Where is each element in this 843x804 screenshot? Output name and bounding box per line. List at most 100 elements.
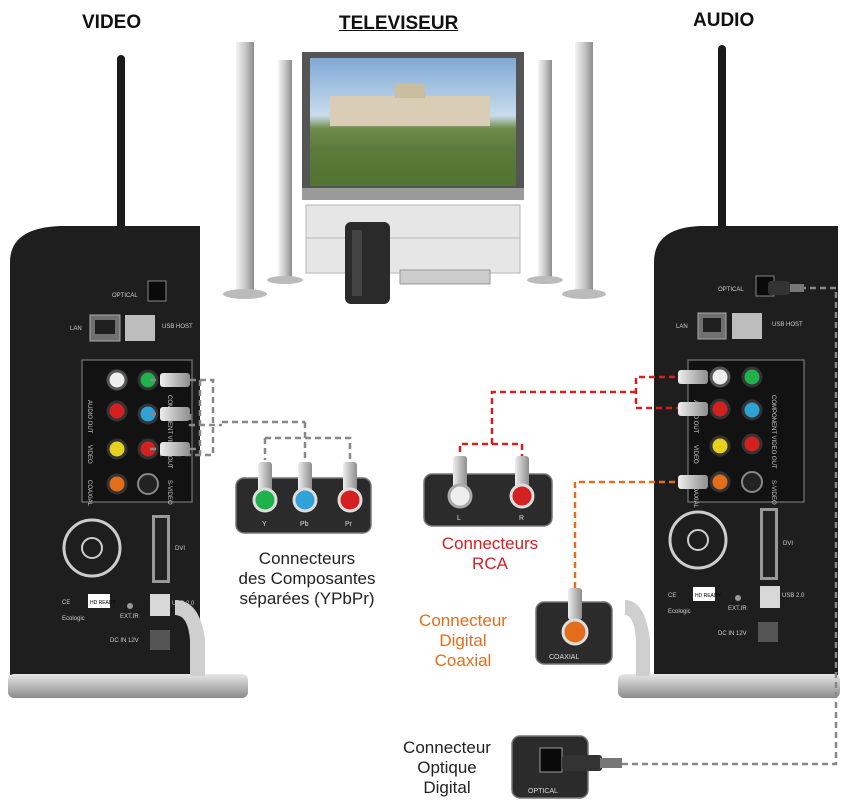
brand-logo: Ecologic xyxy=(62,616,85,622)
device-stand xyxy=(618,674,840,698)
audio-device: OPTICAL LAN USB HOST AUDIO OUT COMPONENT… xyxy=(618,45,840,698)
component-label: COMPONENT VIDEO OUT xyxy=(770,395,776,469)
optical-port xyxy=(147,280,167,302)
plate-label-pr: Pr xyxy=(345,521,353,528)
hd-ready-text: HD READY xyxy=(90,600,117,606)
dc-in-label: DC IN 12V xyxy=(110,638,139,644)
plug-optical xyxy=(562,755,602,771)
hd-ready-logo xyxy=(693,587,715,601)
coaxial-label: COAXIAL xyxy=(86,480,92,507)
jack-coaxial xyxy=(106,473,128,495)
usb-host-label: USB HOST xyxy=(162,324,193,330)
video-device: OPTICAL LAN USB HOST AUDIO OUT COMPONENT… xyxy=(8,55,248,698)
svideo-label: S-VIDEO xyxy=(166,480,172,505)
usb20-port xyxy=(760,586,780,608)
brand-logo: Ecologic xyxy=(668,609,691,615)
jack-video xyxy=(709,435,731,457)
dvd-player xyxy=(399,269,491,285)
jack-coaxial xyxy=(709,471,731,493)
title-tv: TELEVISEUR xyxy=(339,13,459,34)
ext-ir-port xyxy=(735,595,741,601)
svideo-label: S-VIDEO xyxy=(770,480,776,505)
coaxial-connector-plate: COAXIAL xyxy=(535,588,613,665)
tv-speaker-bar xyxy=(302,188,524,200)
caption-line: Optique xyxy=(417,758,477,777)
title-video: VIDEO xyxy=(82,12,142,33)
jack-audio-r xyxy=(709,398,731,420)
caption-line: Digital xyxy=(439,631,487,650)
jack-pr xyxy=(741,433,763,455)
jack-pr xyxy=(137,438,159,460)
plug-l xyxy=(453,456,467,488)
coaxial-cable xyxy=(573,480,695,590)
optical-port-label: OPTICAL xyxy=(112,293,138,299)
caption-line: Connecteur xyxy=(419,611,507,630)
plugs xyxy=(160,281,804,489)
rca-cable xyxy=(458,375,695,458)
home-theater-illustration xyxy=(223,42,606,304)
rca-connector-plate: L R xyxy=(423,456,553,527)
jack-pb xyxy=(741,399,763,421)
caption-line: des Composantes xyxy=(238,569,376,588)
speaker xyxy=(278,60,292,280)
video-label: VIDEO xyxy=(86,445,92,464)
antenna xyxy=(117,55,125,245)
plate-label-y: Y xyxy=(262,521,267,528)
usb20-port xyxy=(150,594,170,616)
optical-cable xyxy=(622,286,838,766)
caption-coaxial: Connecteur Digital Coaxial xyxy=(408,611,518,671)
title-audio: AUDIO xyxy=(693,10,755,31)
jack-audio-l xyxy=(709,366,731,388)
jack-svideo xyxy=(741,471,763,493)
coaxial-label: COAXIAL xyxy=(692,482,698,509)
caption-component: Connecteurs des Composantes séparées (YP… xyxy=(222,549,392,609)
dc-in-port xyxy=(150,630,170,650)
optical-connector-plate: OPTICAL xyxy=(511,735,622,799)
antenna xyxy=(718,45,726,245)
caption-rca: Connecteurs RCA xyxy=(420,534,560,574)
hd-ready-text: HD READY xyxy=(695,593,722,599)
plug-pb xyxy=(298,462,312,492)
ce-mark: CE xyxy=(62,600,70,606)
media-player-box xyxy=(345,222,390,304)
component-label: COMPONENT VIDEO OUT xyxy=(166,395,172,469)
usb20-label: USB 2.0 xyxy=(172,601,195,607)
jack-y xyxy=(741,366,763,388)
dc-in-port xyxy=(758,622,778,642)
ypbpr-connector-plate: Y Pb Pr xyxy=(235,462,372,534)
speaker xyxy=(538,60,552,280)
caption-line: séparées (YPbPr) xyxy=(239,589,375,608)
caption-line: Connecteurs xyxy=(258,549,356,568)
speaker xyxy=(575,42,593,292)
jack-pb xyxy=(137,403,159,425)
usb-host-port xyxy=(732,313,762,339)
plug-r xyxy=(515,456,529,488)
video-label: VIDEO xyxy=(692,445,698,464)
jack-svideo xyxy=(137,473,159,495)
caption-optical: Connecteur Optique Digital xyxy=(392,738,502,798)
fan-icon xyxy=(62,518,122,578)
usb-host-port xyxy=(125,315,155,341)
speaker xyxy=(267,276,303,284)
jack-video xyxy=(106,438,128,460)
dvi-label: DVI xyxy=(175,546,185,552)
ext-ir-port xyxy=(127,603,133,609)
speaker xyxy=(223,289,267,299)
ce-mark: CE xyxy=(668,593,676,599)
optical-port-label: OPTICAL xyxy=(718,287,744,293)
plate-label-pb: Pb xyxy=(300,521,309,528)
tv-building xyxy=(330,96,490,126)
plate-label-l: L xyxy=(457,515,461,522)
caption-line: RCA xyxy=(472,554,508,573)
caption-line: Coaxial xyxy=(434,651,492,670)
audio-out-label: AUDIO OUT xyxy=(692,400,698,434)
usb20-label: USB 2.0 xyxy=(782,593,805,599)
usb-host-label: USB HOST xyxy=(772,322,803,328)
caption-line: Digital xyxy=(423,778,471,797)
ext-ir-label: EXT.IR xyxy=(120,614,139,620)
jack-audio-r xyxy=(106,400,128,422)
tv-stand xyxy=(305,204,521,274)
lan-label: LAN xyxy=(676,324,688,330)
jack-y xyxy=(137,369,159,391)
caption-line: Connecteurs xyxy=(441,534,539,553)
